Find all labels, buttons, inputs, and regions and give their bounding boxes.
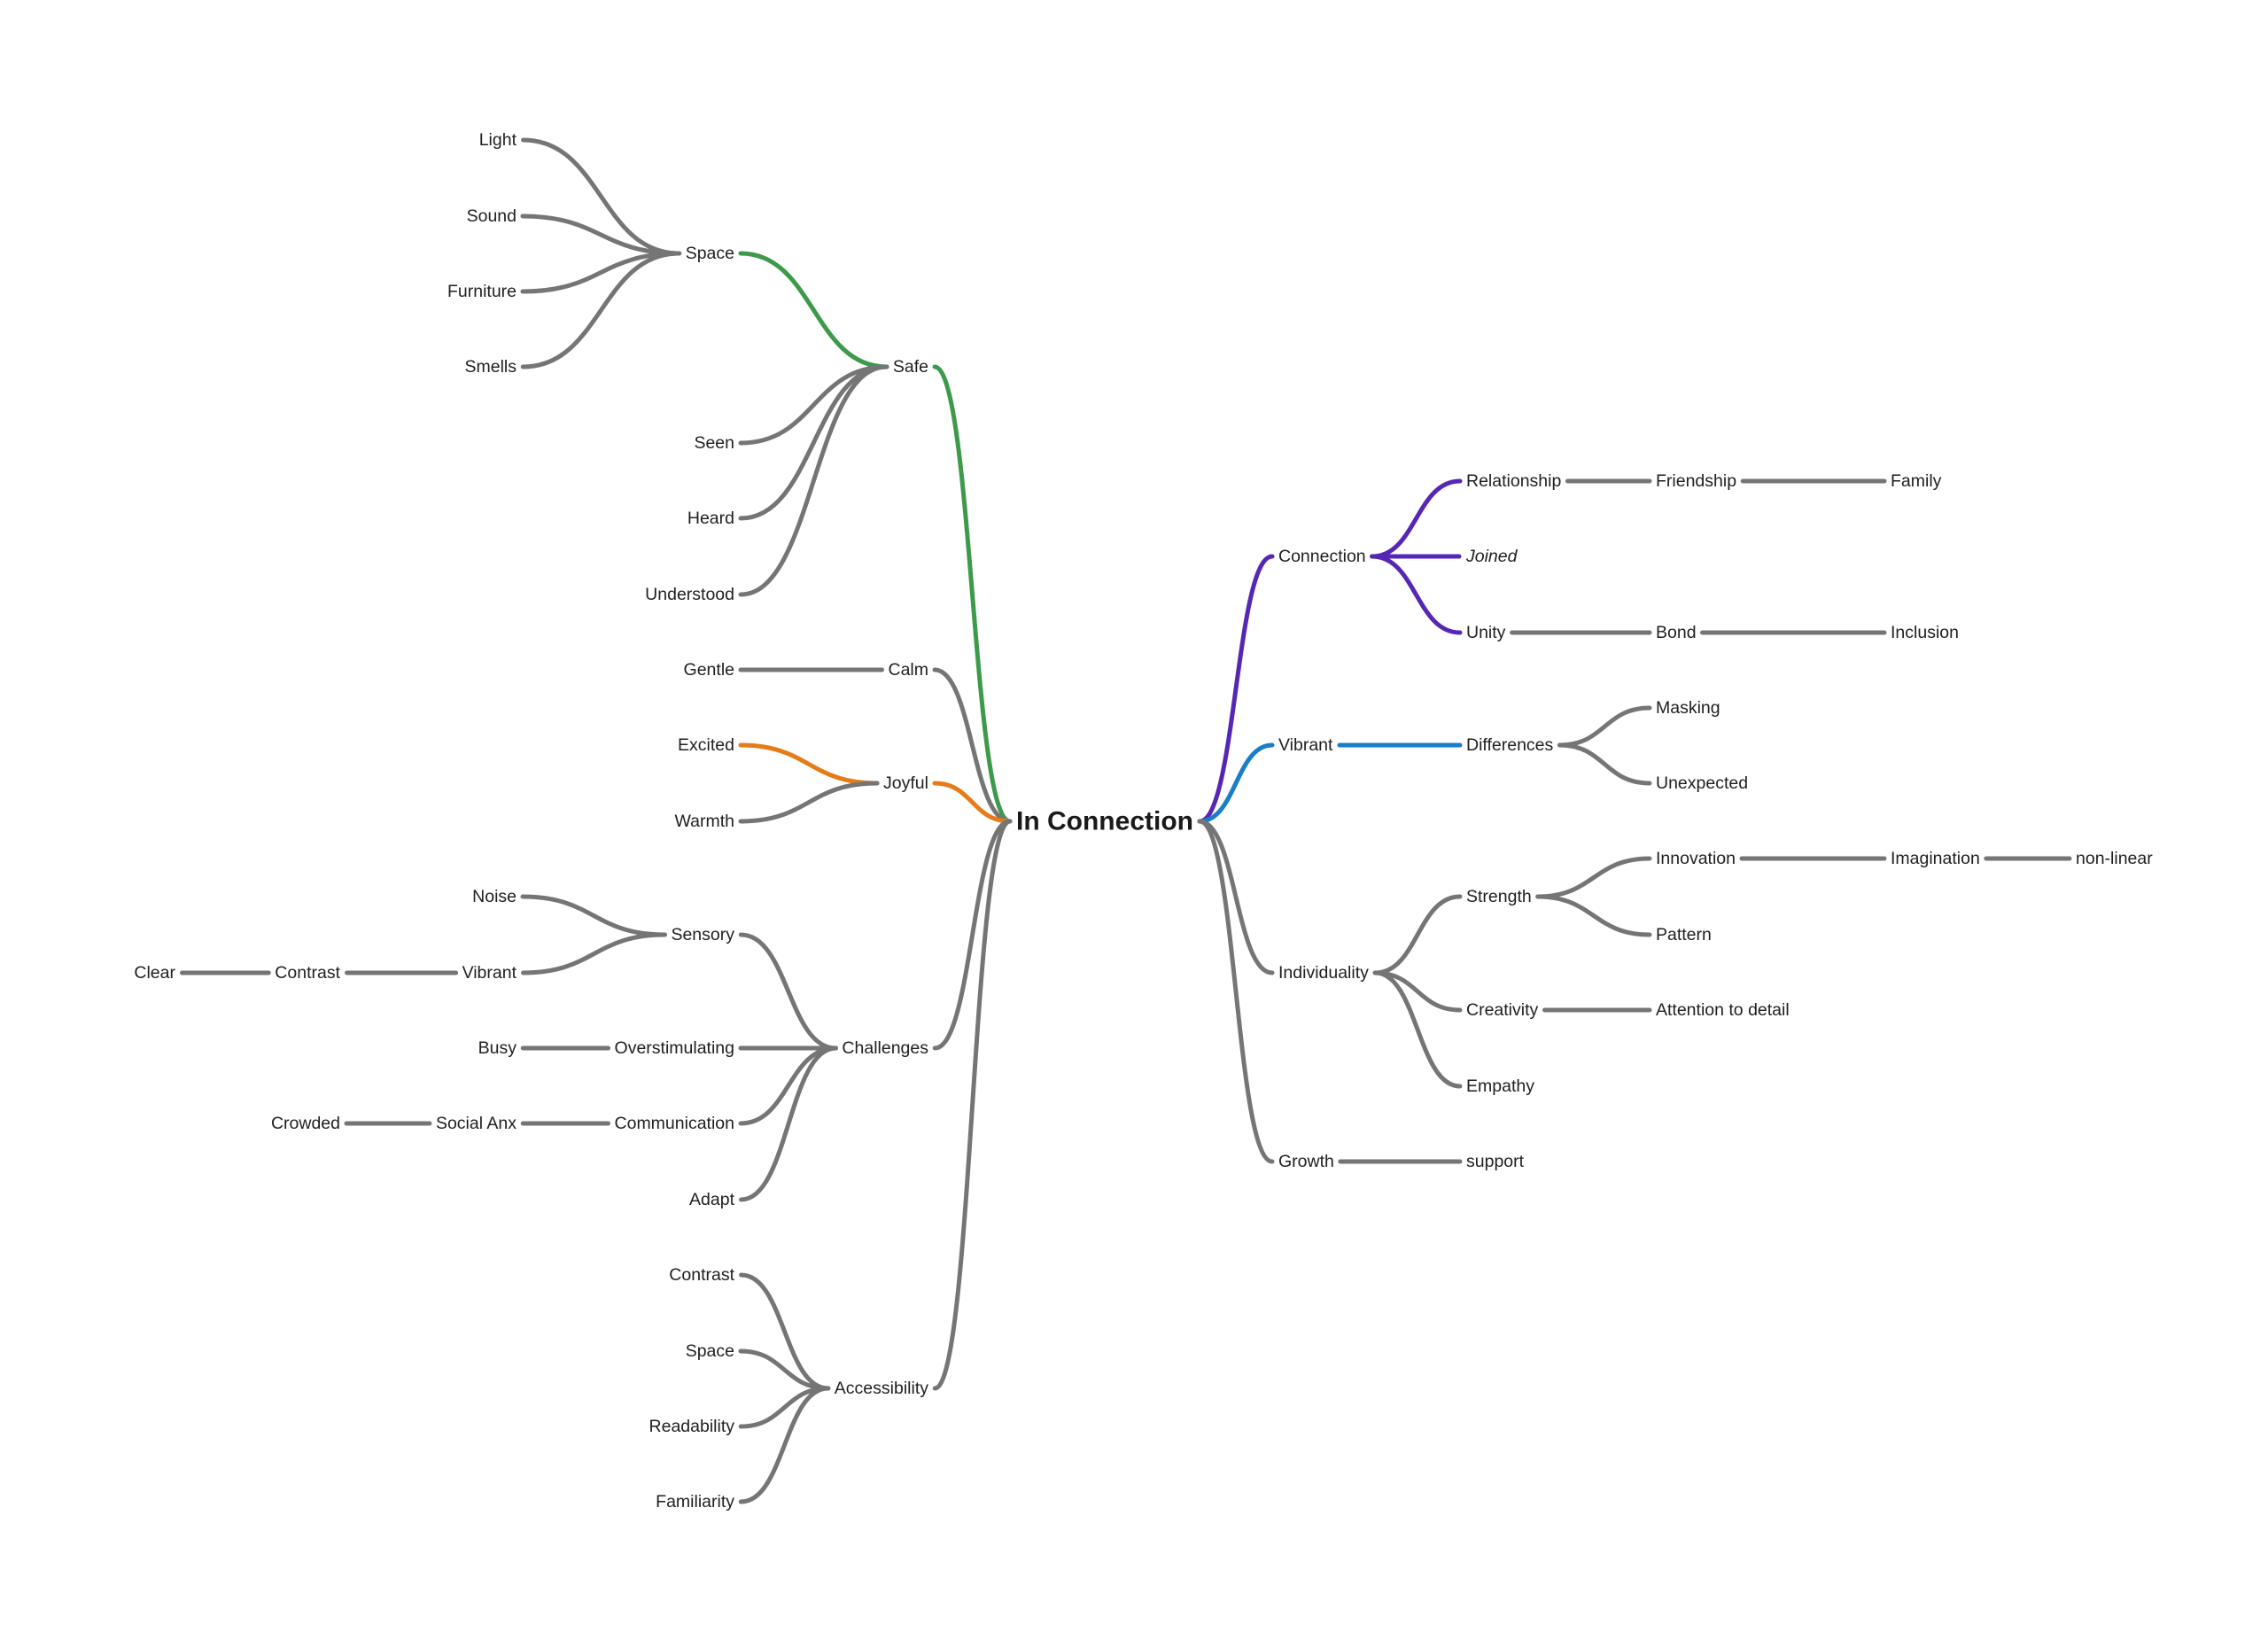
node-label-socialanx: Social Anx	[436, 1114, 517, 1133]
node-label-excited: Excited	[678, 735, 734, 755]
edge-root-to-accessibility	[932, 819, 1013, 1391]
node-label-relationship: Relationship	[1466, 471, 1561, 491]
edges-layer	[179, 137, 2072, 1504]
edge-challenges-to-adapt	[739, 1045, 838, 1202]
node-label-busy: Busy	[478, 1038, 517, 1058]
node-label-space1: Space	[686, 244, 734, 263]
node-label-communication: Communication	[615, 1114, 734, 1133]
edge-root-to-growth	[1197, 819, 1275, 1164]
edge-challenges-to-communication	[738, 1045, 838, 1126]
node-label-individuality: Individuality	[1278, 963, 1369, 983]
node-label-strength: Strength	[1466, 887, 1532, 906]
node-label-calm: Calm	[888, 660, 928, 680]
edge-safe-to-space1	[738, 251, 889, 369]
edge-strength-to-pattern	[1535, 894, 1652, 937]
node-label-noise: Noise	[472, 887, 517, 906]
edge-differences-to-masking	[1557, 705, 1652, 748]
edge-safe-to-heard	[738, 364, 889, 521]
edge-joyful-to-warmth	[738, 781, 880, 824]
node-label-differences: Differences	[1466, 735, 1554, 755]
node-label-growth: Growth	[1278, 1152, 1334, 1171]
node-label-creativity: Creativity	[1466, 1000, 1539, 1020]
node-label-bond: Bond	[1656, 623, 1697, 642]
edge-root-to-vibrant1	[1197, 742, 1275, 824]
edge-differences-to-unexpected	[1557, 742, 1652, 786]
node-label-sound: Sound	[467, 206, 517, 226]
edge-space1-to-light	[521, 137, 682, 256]
edge-root-to-challenges	[932, 819, 1013, 1051]
node-label-inclusion: Inclusion	[1891, 623, 1959, 642]
node-label-adapt: Adapt	[689, 1190, 735, 1209]
edge-connection-to-unity	[1370, 554, 1463, 635]
edge-individuality-to-empathy	[1372, 970, 1463, 1089]
edge-space1-to-sound	[520, 214, 682, 256]
node-label-clear: Clear	[134, 963, 175, 983]
node-label-smells: Smells	[464, 357, 517, 377]
edge-root-to-joyful	[932, 781, 1013, 824]
node-label-empathy: Empathy	[1466, 1076, 1534, 1096]
edge-accessibility-to-space2	[738, 1348, 831, 1391]
node-label-furniture: Furniture	[447, 282, 517, 301]
labels-layer: In ConnectionSafeSpaceLightSoundFurnitur…	[134, 130, 2153, 1512]
node-label-unexpected: Unexpected	[1656, 773, 1748, 793]
node-label-understood: Understood	[645, 585, 734, 604]
edge-space1-to-furniture	[520, 251, 682, 294]
node-label-safe: Safe	[893, 357, 928, 377]
node-label-heard: Heard	[687, 509, 734, 528]
node-label-accessibility: Accessibility	[835, 1379, 928, 1398]
root-node-label: In Connection	[1016, 807, 1193, 836]
edge-accessibility-to-familiarity	[738, 1386, 831, 1504]
node-label-sensory: Sensory	[671, 925, 734, 944]
edge-safe-to-understood	[738, 364, 889, 597]
node-label-masking: Masking	[1656, 698, 1720, 718]
edge-challenges-to-sensory	[738, 932, 838, 1051]
edge-sensory-to-noise	[520, 894, 667, 937]
node-label-support: support	[1466, 1152, 1525, 1171]
edge-root-to-safe	[932, 364, 1013, 824]
node-label-seen: Seen	[694, 433, 734, 453]
node-label-family: Family	[1891, 471, 1942, 491]
node-label-attention: Attention to detail	[1656, 1000, 1790, 1020]
node-label-readability: Readability	[649, 1417, 735, 1436]
edge-root-to-calm	[932, 667, 1013, 824]
node-label-challenges: Challenges	[842, 1038, 928, 1058]
node-label-crowded: Crowded	[271, 1114, 340, 1133]
edge-individuality-to-strength	[1372, 894, 1463, 975]
node-label-friendship: Friendship	[1656, 471, 1736, 491]
edge-root-to-individuality	[1197, 819, 1275, 975]
node-label-innovation: Innovation	[1656, 849, 1736, 868]
node-label-imagination: Imagination	[1891, 849, 1980, 868]
edge-joyful-to-excited	[738, 742, 880, 786]
node-label-space2: Space	[686, 1341, 734, 1361]
node-label-connection: Connection	[1278, 547, 1366, 566]
node-label-nonlinear: non-linear	[2076, 849, 2153, 868]
node-label-joined: Joined	[1465, 547, 1518, 566]
node-label-joyful: Joyful	[883, 773, 928, 793]
edge-sensory-to-vibrant2	[521, 932, 667, 975]
edge-connection-to-relationship	[1370, 478, 1463, 559]
node-label-pattern: Pattern	[1656, 925, 1712, 944]
node-label-overstim: Overstimulating	[615, 1038, 734, 1058]
node-label-warmth: Warmth	[674, 812, 734, 831]
node-label-vibrant2: Vibrant	[462, 963, 517, 983]
edge-root-to-connection	[1197, 554, 1275, 824]
edge-strength-to-innovation	[1535, 856, 1652, 899]
edge-accessibility-to-contrast1	[739, 1272, 831, 1391]
node-label-vibrant1: Vibrant	[1278, 735, 1333, 755]
edge-safe-to-seen	[738, 364, 889, 446]
node-label-light: Light	[479, 130, 517, 150]
node-label-familiarity: Familiarity	[656, 1492, 734, 1512]
node-label-contrast1: Contrast	[669, 1265, 734, 1285]
node-label-gentle: Gentle	[684, 660, 734, 680]
node-label-unity: Unity	[1466, 623, 1506, 642]
node-label-contrast2: Contrast	[275, 963, 340, 983]
edge-space1-to-smells	[520, 251, 682, 369]
